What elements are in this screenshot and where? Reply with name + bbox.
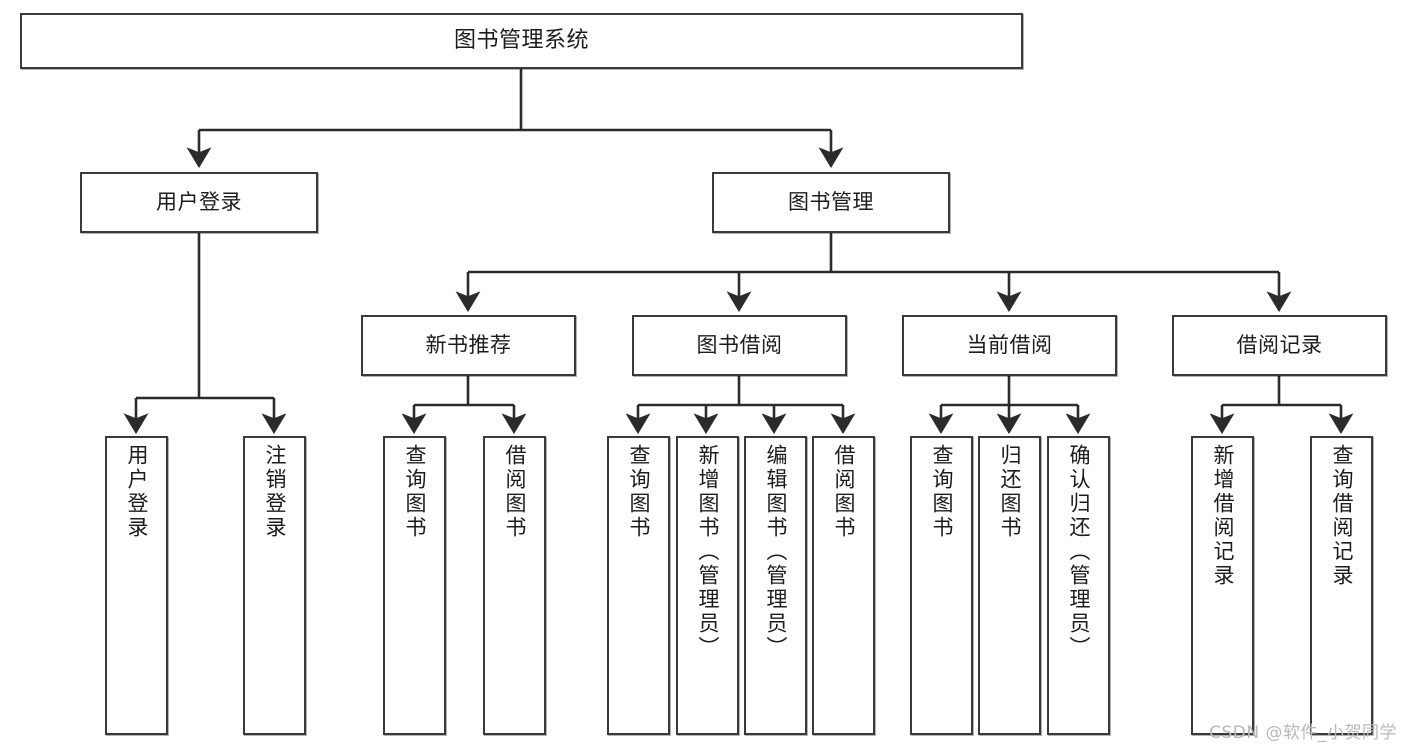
leaf-edit-book-admin[interactable]: 编辑图书（管理员） <box>744 436 807 735</box>
node-current-borrow[interactable]: 当前借阅 <box>902 315 1117 376</box>
leaf-confirm-return-admin-label: 确认归还（管理员） <box>1067 444 1091 660</box>
leaf-add-borrow-record[interactable]: 新增借阅记录 <box>1191 436 1254 735</box>
leaf-add-book-admin[interactable]: 新增图书（管理员） <box>676 436 739 735</box>
leaf-user-login[interactable]: 用户登录 <box>105 436 168 735</box>
leaf-query-book-3-label: 查询图书 <box>930 444 954 540</box>
leaf-return-book[interactable]: 归还图书 <box>978 436 1041 735</box>
leaf-query-book-1[interactable]: 查询图书 <box>383 436 446 735</box>
leaf-return-book-label: 归还图书 <box>998 444 1022 540</box>
leaf-query-borrow-record-label: 查询借阅记录 <box>1330 444 1354 588</box>
leaf-query-book-2-label: 查询图书 <box>627 444 651 540</box>
node-root[interactable]: 图书管理系统 <box>20 13 1023 69</box>
node-user-login[interactable]: 用户登录 <box>80 172 318 233</box>
leaf-borrow-book-2[interactable]: 借阅图书 <box>812 436 875 735</box>
watermark: CSDN @软件_小贺同学 <box>1209 723 1397 743</box>
node-book-borrow[interactable]: 图书借阅 <box>632 315 847 376</box>
leaf-add-borrow-record-label: 新增借阅记录 <box>1211 444 1235 588</box>
node-user-login-label: 用户登录 <box>156 190 242 215</box>
node-book-manage[interactable]: 图书管理 <box>712 172 950 233</box>
leaf-logout-label: 注销登录 <box>263 444 287 540</box>
leaf-add-book-admin-label: 新增图书（管理员） <box>696 444 720 660</box>
node-root-label: 图书管理系统 <box>453 28 589 54</box>
node-book-borrow-label: 图书借阅 <box>696 333 783 358</box>
node-borrow-record-label: 借阅记录 <box>1236 333 1323 358</box>
leaf-query-book-2[interactable]: 查询图书 <box>607 436 670 735</box>
leaf-query-borrow-record[interactable]: 查询借阅记录 <box>1310 436 1373 735</box>
leaf-user-login-label: 用户登录 <box>125 444 149 540</box>
leaf-query-book-1-label: 查询图书 <box>403 444 427 540</box>
node-new-book-recommend[interactable]: 新书推荐 <box>361 315 576 376</box>
node-current-borrow-label: 当前借阅 <box>966 333 1053 358</box>
leaf-logout[interactable]: 注销登录 <box>243 436 306 735</box>
node-new-book-recommend-label: 新书推荐 <box>425 333 512 358</box>
leaf-query-book-3[interactable]: 查询图书 <box>910 436 973 735</box>
leaf-borrow-book-1-label: 借阅图书 <box>503 444 527 540</box>
node-book-manage-label: 图书管理 <box>788 190 874 215</box>
leaf-edit-book-admin-label: 编辑图书（管理员） <box>764 444 788 660</box>
leaf-borrow-book-1[interactable]: 借阅图书 <box>483 436 546 735</box>
leaf-confirm-return-admin[interactable]: 确认归还（管理员） <box>1047 436 1110 735</box>
node-borrow-record[interactable]: 借阅记录 <box>1172 315 1387 376</box>
leaf-borrow-book-2-label: 借阅图书 <box>832 444 856 540</box>
